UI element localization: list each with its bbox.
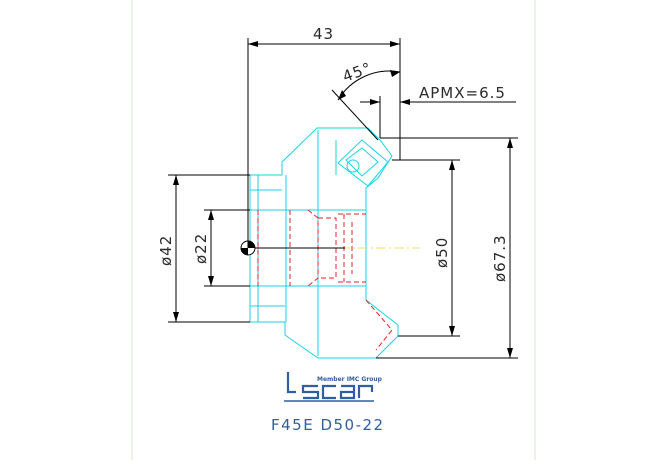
logo-mark xyxy=(284,372,374,402)
dimension-arrows xyxy=(173,41,513,358)
arrow-50-top xyxy=(449,160,455,170)
logo-letter-r xyxy=(357,384,374,398)
arrow-43-right xyxy=(390,41,400,47)
body-outline xyxy=(249,127,399,359)
iscar-logo: Member IMC Group xyxy=(284,372,383,402)
hidden-details xyxy=(257,209,393,351)
dim-apmx-label: APMX=6.5 xyxy=(419,84,506,102)
arrow-apmx-left xyxy=(370,99,380,105)
axis-quadrant-1 xyxy=(248,241,255,248)
arrow-67-bottom xyxy=(507,348,513,358)
arrow-22-top xyxy=(208,210,214,220)
logo-letter-a xyxy=(339,384,356,400)
arrow-42-top xyxy=(173,175,179,185)
arrow-67-top xyxy=(507,138,513,148)
dim-22-label: ø22 xyxy=(192,233,210,264)
insert-screw xyxy=(346,159,360,173)
logo-letter-i xyxy=(286,372,296,394)
arrow-50-bottom xyxy=(449,326,455,336)
hidden-chamfer xyxy=(365,299,393,351)
dim-45-label: 45° xyxy=(340,59,374,86)
dim-45-ext xyxy=(331,89,379,141)
arrow-42-bottom xyxy=(173,312,179,322)
arrow-45-a xyxy=(338,90,346,100)
logo-tagline: Member IMC Group xyxy=(317,376,383,383)
dim-67-label: ø67.3 xyxy=(491,234,509,282)
arrow-22-bottom xyxy=(208,276,214,286)
logo-letter-c xyxy=(321,384,336,400)
dim-42-label: ø42 xyxy=(157,235,175,266)
dim-50-label: ø50 xyxy=(433,237,451,268)
insert xyxy=(337,139,389,187)
axis-quadrant-2 xyxy=(241,248,248,255)
dim-43-label: 43 xyxy=(313,25,334,43)
arrow-apmx-right xyxy=(400,99,410,105)
logo-letter-s xyxy=(301,384,320,400)
arrow-43-left xyxy=(248,41,258,47)
arrow-45-b xyxy=(390,70,400,77)
part-outline xyxy=(249,127,399,359)
part-designation: F45E D50-22 xyxy=(271,416,385,434)
insert-outline xyxy=(337,139,389,187)
